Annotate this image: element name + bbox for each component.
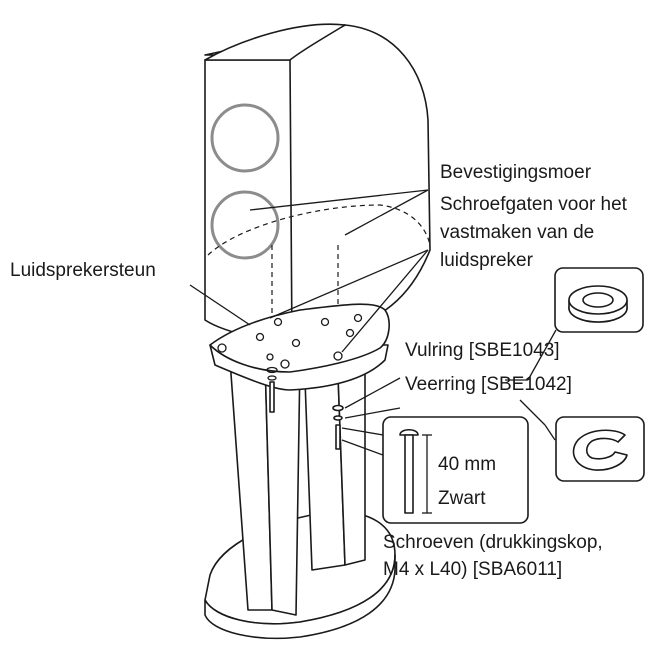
- label-mounting-nut: Bevestigingsmoer: [440, 162, 592, 183]
- label-spring-washer: Veerring [SBE1042]: [405, 374, 572, 395]
- speaker-stand: [204, 303, 396, 640]
- label-screw-holes-line3: luidspreker: [440, 250, 534, 271]
- right-screw-stack: [332, 404, 344, 450]
- label-screws-line1: Schroeven (drukkingskop,: [383, 532, 603, 553]
- label-screws-line2: M4 x L40) [SBA6011]: [383, 559, 562, 580]
- top-plate-holes: [217, 313, 363, 369]
- washer-callout: [554, 267, 644, 333]
- label-screw-holes-line2: vastmaken van de: [440, 222, 594, 243]
- left-screw-stack: [266, 366, 278, 413]
- label-screw-length: 40 mm: [438, 454, 496, 475]
- label-speaker-stand: Luidsprekersteun: [10, 260, 156, 281]
- label-screw-color: Zwart: [438, 488, 486, 509]
- label-washer: Vulring [SBE1043]: [405, 340, 560, 361]
- spring-washer-callout: [555, 416, 645, 482]
- screw-detail-callout: [382, 416, 529, 524]
- label-screw-holes-line1: Schroefgaten voor het: [440, 194, 628, 215]
- speaker-cabinet: [204, 23, 431, 346]
- tweeter-ring: [210, 103, 280, 173]
- leader-lines: [189, 189, 557, 456]
- woofer-ring: [210, 190, 280, 260]
